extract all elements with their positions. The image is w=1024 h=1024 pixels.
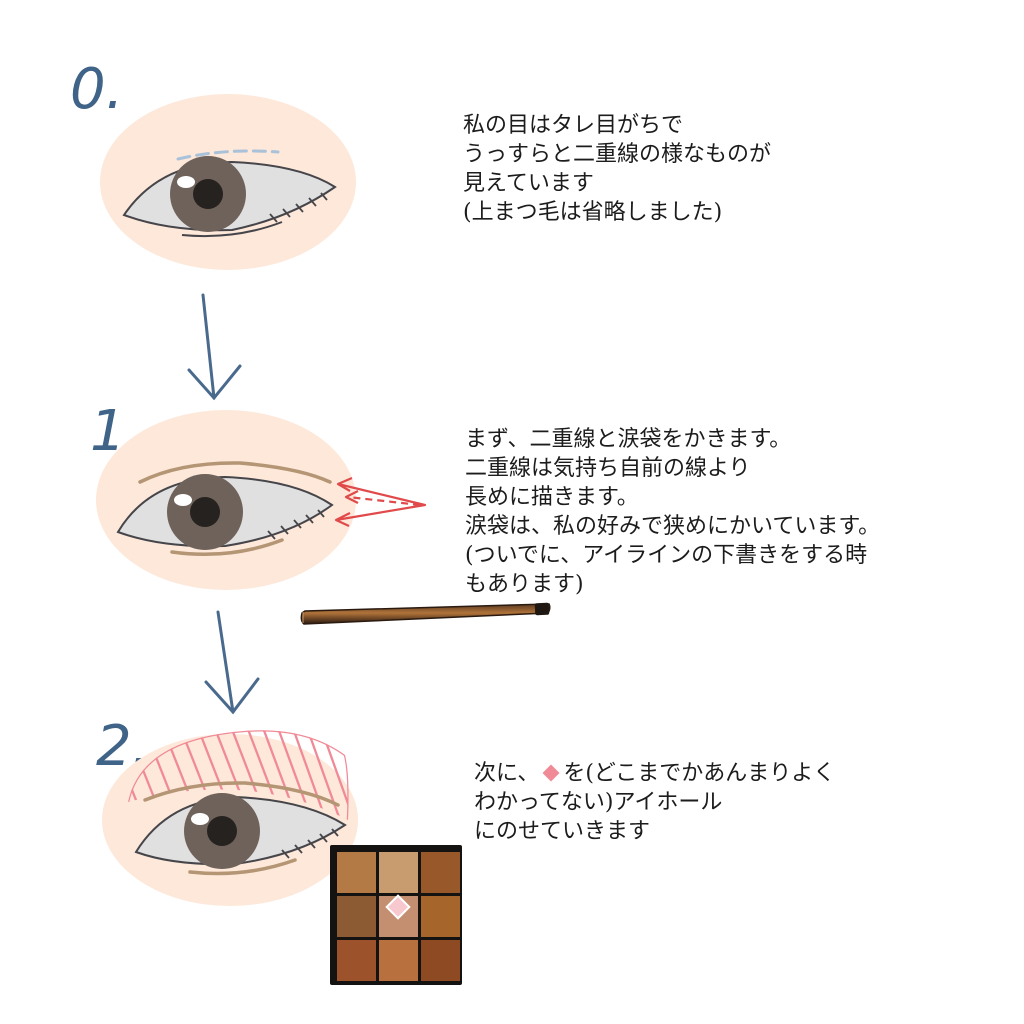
eyeshadow-palette-icon xyxy=(330,845,462,985)
step-2-line-1-after: を(どこまでかあんまりよく xyxy=(563,761,836,786)
lower-lashes xyxy=(267,509,325,540)
eye-diagram-step-1 xyxy=(96,410,427,590)
extend-crease-arrow-icon xyxy=(334,476,427,527)
step-1-line-6: もあります) xyxy=(465,572,584,597)
pupil xyxy=(207,816,237,846)
down-arrow-icon xyxy=(204,610,260,715)
crease-line xyxy=(143,781,340,807)
lower-lid-line xyxy=(181,221,283,238)
eyeliner-pencil-icon xyxy=(300,602,551,625)
eye-highlight xyxy=(177,176,195,188)
faint-crease-line xyxy=(176,149,280,161)
palette-shade xyxy=(421,940,460,981)
eyeshadow-area xyxy=(128,730,349,820)
step-0-line-2: うっすらと二重線の様なものが xyxy=(463,142,772,167)
step-2-line-3: にのせていきます xyxy=(474,819,651,844)
step-2-line-1-before: 次に、 xyxy=(474,761,540,786)
step-0-line-1: 私の目はタレ目がちで xyxy=(463,113,684,138)
step-2-line-1: 次に、を(どこまでかあんまりよく xyxy=(474,759,835,788)
palette-shade xyxy=(379,940,418,981)
step-2-description: 次に、を(どこまでかあんまりよく わかってない)アイホール にのせていきます xyxy=(474,759,835,846)
lower-lashes xyxy=(281,828,339,859)
step-2-line-2: わかってない)アイホール xyxy=(474,790,723,815)
palette-shade xyxy=(337,852,376,893)
step-number-0: 0. xyxy=(70,57,123,122)
eye-highlight xyxy=(191,813,209,825)
lower-lashes xyxy=(269,192,328,223)
step-1-description: まず、二重線と涙袋をかきます。 二重線は気持ち自前の線より 長めに描きます。 涙… xyxy=(465,425,880,599)
pink-diamond-icon xyxy=(542,764,560,782)
palette-shade xyxy=(379,852,418,893)
palette-shade xyxy=(337,896,376,937)
step-0-line-3: 見えています xyxy=(463,171,594,196)
under-eye-bag-line xyxy=(188,858,297,876)
eye-diagram-step-2 xyxy=(102,730,358,906)
down-arrow-icon xyxy=(187,293,242,401)
step-0-description: 私の目はタレ目がちで うっすらと二重線の様なものが 見えています (上まつ毛は省… xyxy=(463,111,771,227)
pink-diamond-icon xyxy=(385,894,411,920)
step-1-line-2: 二重線は気持ち自前の線より xyxy=(465,456,751,481)
pupil xyxy=(190,497,220,527)
eye-highlight xyxy=(174,494,192,506)
step-1-line-3: 長めに描きます。 xyxy=(465,485,639,510)
under-eye-bag-line xyxy=(170,538,284,557)
palette-shade xyxy=(421,852,460,893)
step-1-line-5: (ついでに、アイラインの下書きをする時 xyxy=(465,543,868,568)
eye-diagram-step-0 xyxy=(100,94,356,270)
palette-shade xyxy=(337,940,376,981)
crease-line xyxy=(138,461,332,484)
palette-shade xyxy=(421,896,460,937)
pupil xyxy=(193,179,223,209)
step-1-line-1: まず、二重線と涙袋をかきます。 xyxy=(465,427,792,452)
step-1-line-4: 涙袋は、私の好みで狭めにかいています。 xyxy=(465,514,881,539)
step-0-line-4: (上まつ毛は省略しました) xyxy=(463,200,723,225)
